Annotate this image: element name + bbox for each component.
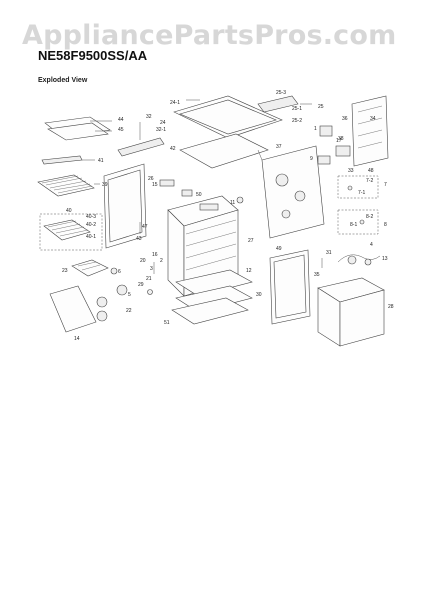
drawer-body-part xyxy=(317,277,385,347)
part-label: 44 xyxy=(118,117,124,123)
part-label: 26 xyxy=(148,176,154,182)
part-label: 38 xyxy=(338,136,344,142)
motor-assembly-part xyxy=(337,254,381,266)
part-label: 40-3 xyxy=(86,214,96,220)
part-label: 8-1 xyxy=(350,222,357,228)
part-label: 24-1 xyxy=(170,100,180,106)
part-label: 40-2 xyxy=(86,222,96,228)
part-label: 49 xyxy=(276,246,282,252)
part-label: 45 xyxy=(118,127,124,133)
back-panel-part xyxy=(257,145,325,239)
part-label: 11 xyxy=(230,200,235,206)
part-label: 43 xyxy=(136,236,142,242)
part-label: 22 xyxy=(126,308,132,314)
fastener-parts xyxy=(139,179,323,295)
part-label: 12 xyxy=(246,268,252,274)
part-label: 25-3 xyxy=(276,90,286,96)
part-label: 8-2 xyxy=(366,214,373,220)
part-label: 48 xyxy=(368,168,374,174)
part-label: 21 xyxy=(146,276,152,282)
watermark-text: AppliancePartsPros.com xyxy=(22,20,397,51)
bottom-tray-part xyxy=(171,269,253,325)
vent-part xyxy=(257,95,312,113)
part-label: 7-1 xyxy=(358,190,365,196)
bracket-part xyxy=(117,122,165,157)
side-panel-left-part xyxy=(103,163,147,249)
part-label: 2 xyxy=(160,258,163,264)
part-label: 1 xyxy=(314,126,317,132)
part-label: 35 xyxy=(314,272,320,278)
part-label: 23 xyxy=(62,268,68,274)
broil-pan-part xyxy=(71,259,118,277)
part-label: 16 xyxy=(152,252,158,258)
roller-rack-part xyxy=(39,213,103,251)
part-label: 47 xyxy=(142,224,148,230)
part-label: 20 xyxy=(140,258,146,264)
part-label: 6 xyxy=(118,269,121,275)
part-label: 32 xyxy=(146,114,152,120)
part-label: 7-2 xyxy=(366,178,373,184)
part-label: 5 xyxy=(128,292,131,298)
part-label: 32-1 xyxy=(156,127,166,133)
model-number: NE58F9500SS/AA xyxy=(38,48,148,63)
top-frame-part xyxy=(173,95,283,139)
part-label: 34 xyxy=(370,116,376,122)
part-label: 24 xyxy=(160,120,166,126)
part-label: 25-1 xyxy=(292,106,302,112)
part-label: 28 xyxy=(388,304,394,310)
handle-bar-part xyxy=(41,155,95,165)
part-label: 8 xyxy=(384,222,387,228)
glass-tray-part xyxy=(44,116,112,141)
part-label: 15 xyxy=(152,182,158,188)
part-label: 40 xyxy=(66,208,72,214)
part-label: 25 xyxy=(318,104,324,110)
part-label: 4 xyxy=(370,242,373,248)
drawer-panel-part xyxy=(49,284,128,333)
exploded-view-title: Exploded View xyxy=(38,77,88,84)
part-label: 27 xyxy=(248,238,254,244)
part-label: 17 xyxy=(336,138,342,144)
part-label: 42 xyxy=(170,146,176,152)
igniter-bracket-part xyxy=(337,175,379,235)
part-label: 31 xyxy=(326,250,332,256)
part-label: 41 xyxy=(98,158,104,164)
part-label: 36 xyxy=(342,116,348,122)
rear-panel-right-part xyxy=(351,95,389,167)
oven-rack-part xyxy=(37,174,100,197)
part-label: 39 xyxy=(102,182,108,188)
side-panel-right-part xyxy=(269,249,311,325)
part-label: 51 xyxy=(164,320,170,326)
control-box-part xyxy=(317,125,351,165)
top-panel-part xyxy=(179,133,269,169)
part-label: 3 xyxy=(150,266,153,272)
part-label: 37 xyxy=(276,144,282,150)
part-label: 50 xyxy=(196,192,202,198)
part-label: 33 xyxy=(348,168,354,174)
part-label: 7 xyxy=(384,182,387,188)
part-label: 9 xyxy=(310,156,313,162)
part-label: 14 xyxy=(74,336,80,342)
part-label: 40-1 xyxy=(86,234,96,240)
part-label: 25-2 xyxy=(292,118,302,124)
part-label: 29 xyxy=(138,282,144,288)
part-label: 13 xyxy=(382,256,388,262)
part-label: 30 xyxy=(256,292,262,298)
